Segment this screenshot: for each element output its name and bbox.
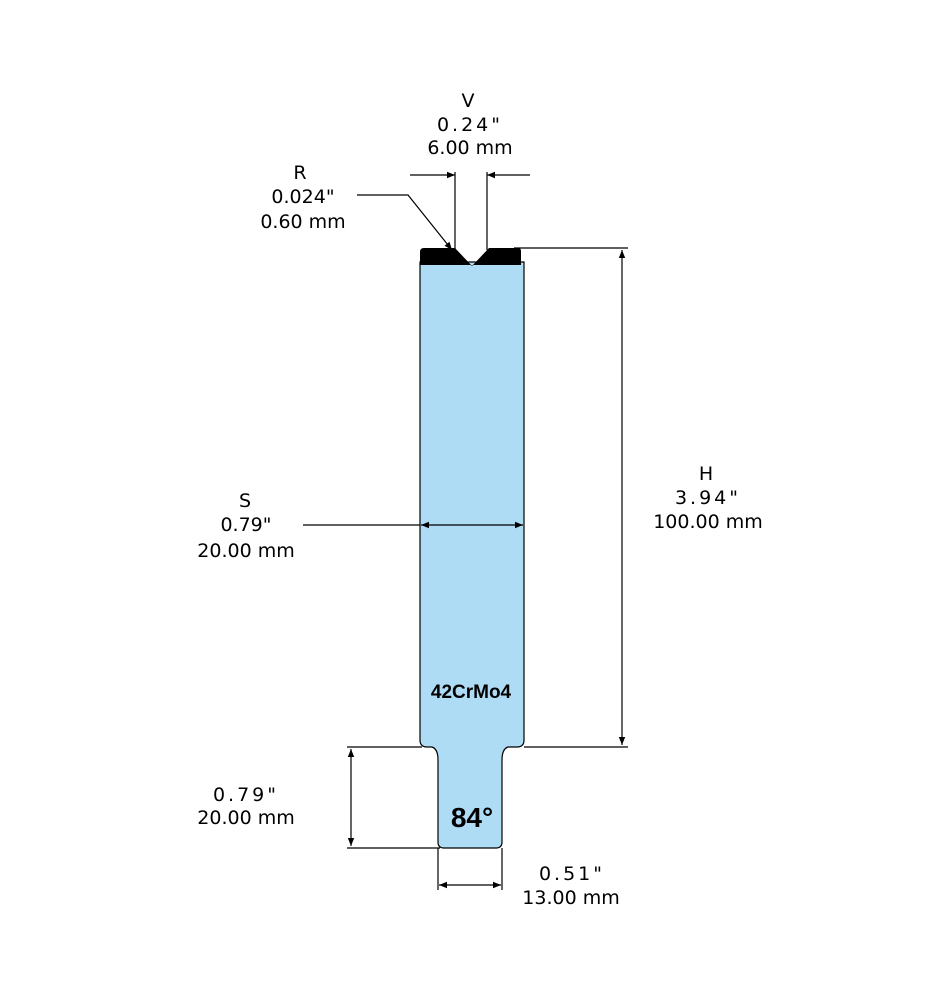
s-inch: 0.79" (220, 514, 271, 536)
tang-width-dimension: 0.51" 13.00 mm (437, 848, 620, 909)
die-body (419, 261, 525, 849)
h-mm: 100.00 mm (653, 511, 763, 533)
r-mm: 0.60 mm (260, 211, 345, 233)
s-label: S (239, 490, 251, 512)
h-dimension: H 3.94" 100.00 mm (514, 247, 763, 748)
s-mm: 20.00 mm (197, 540, 294, 562)
v-dimension: V 0.24" 6.00 mm (410, 90, 530, 250)
v-inch: 0.24" (437, 114, 503, 136)
r-dimension: R 0.024" 0.60 mm (260, 162, 453, 251)
v-mm: 6.00 mm (427, 137, 512, 159)
r-inch: 0.024" (271, 186, 334, 208)
tang-height-inch: 0.79" (213, 784, 279, 806)
r-label: R (293, 162, 306, 184)
tang-width-inch: 0.51" (539, 863, 605, 885)
v-label: V (462, 90, 475, 112)
h-label: H (699, 463, 713, 485)
tang-height-mm: 20.00 mm (197, 807, 294, 829)
tang-height-dimension: 0.79" 20.00 mm (197, 746, 440, 849)
die-cap (420, 248, 521, 266)
material-label: 42CrMo4 (431, 682, 512, 703)
angle-label: 84° (451, 802, 493, 833)
s-dimension: S 0.79" 20.00 mm (197, 490, 523, 562)
h-inch: 3.94" (675, 487, 741, 509)
tang-width-mm: 13.00 mm (522, 887, 619, 909)
